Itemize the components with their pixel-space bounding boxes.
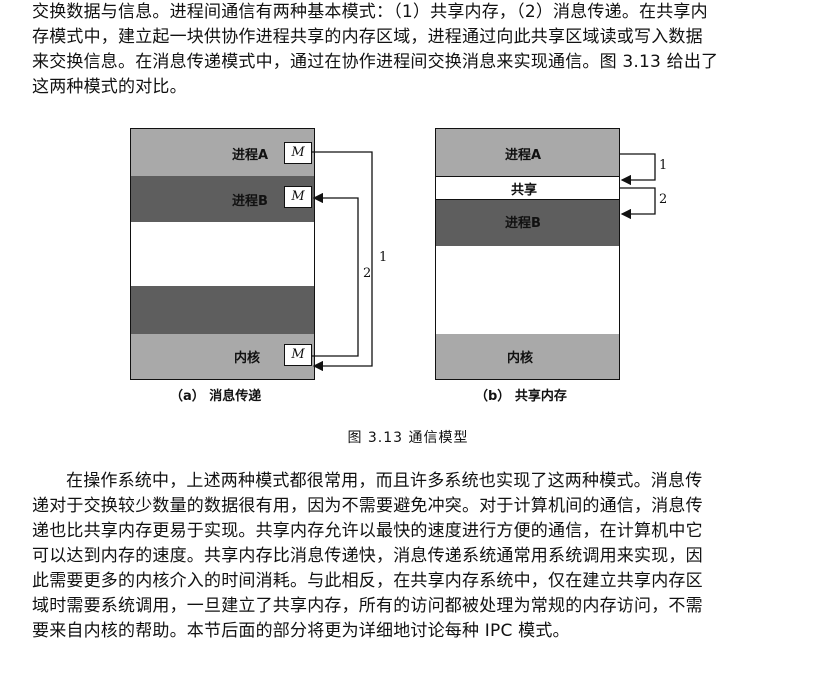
intro-paragraph: 交换数据与信息。进程间通信有两种基本模式：（1）共享内存，（2）消息传递。在共享… <box>32 0 792 100</box>
text-line: 此需要更多的内核介入的时间消耗。与此相反，在共享内存系统中，仅在建立共享内存区 <box>32 571 703 591</box>
figure-communication-models: 进程A 进程B 内核 M M M 1 2 （a） 消息传递 进程A 共享 <box>130 128 690 458</box>
text-line: 可以达到内存的速度。共享内存比消息传递快，消息传递系统通常用系统调用来实现，因 <box>32 546 703 566</box>
figure-title: 图 3.13 通信模型 <box>347 430 469 446</box>
process-b-region <box>435 200 620 246</box>
process-a-label: 进程A <box>505 148 542 163</box>
text-line: 存模式中，建立起一块供协作进程共享的内存区域，进程通过向此共享区域读或写入数据 <box>32 27 703 47</box>
arrow-1-label: 1 <box>659 158 668 173</box>
kernel-label: 内核 <box>234 351 261 366</box>
text-line: 交换数据与信息。进程间通信有两种基本模式：（1）共享内存，（2）消息传递。在共享… <box>32 2 708 22</box>
text-line: 来交换信息。在消息传递模式中，通过在协作进程间交换消息来实现通信。图 3.13 … <box>32 52 719 72</box>
process-a-region <box>435 128 620 176</box>
message-box-process-b: M <box>284 186 312 208</box>
text-line: 在操作系统中，上述两种模式都很常用，而且许多系统也实现了这两种模式。消息传 <box>66 471 703 491</box>
shared-memory-arrows <box>620 153 656 220</box>
arrow-1-label: 1 <box>379 250 388 265</box>
text-line: 递也比共享内存更易于实现。共享内存允许以最快的速度进行方便的通信，在计算机中它 <box>32 521 703 541</box>
text-line: 域时需要系统调用，一旦建立了共享内存，所有的访问都被处理为常规的内存访问，不需 <box>32 596 703 616</box>
message-passing-arrows <box>312 151 373 372</box>
text-line: 这两种模式的对比。 <box>32 77 187 97</box>
kernel-region <box>435 334 620 380</box>
arrow-2-label: 2 <box>659 192 668 207</box>
arrow-2-label: 2 <box>363 266 372 281</box>
process-b-label: 进程B <box>232 194 268 209</box>
caption-a: （a） 消息传递 <box>170 389 262 404</box>
text-line: 递对于交换较少数量的数据很有用，因为不需要避免冲突。对于计算机间的通信，消息传 <box>32 496 703 516</box>
message-box-process-a: M <box>284 142 312 164</box>
process-b-label: 进程B <box>505 216 541 231</box>
process-a-label: 进程A <box>232 148 269 163</box>
other-region <box>130 286 315 334</box>
message-box-kernel: M <box>284 344 312 366</box>
free-region <box>130 222 315 286</box>
text-line: 要来自内核的帮助。本节后面的部分将更为详细地讨论每种 IPC 模式。 <box>32 621 570 641</box>
discussion-paragraph: 在操作系统中，上述两种模式都很常用，而且许多系统也实现了这两种模式。消息传 递对… <box>32 469 792 644</box>
kernel-label: 内核 <box>507 351 534 366</box>
free-region <box>435 246 620 334</box>
shared-label: 共享 <box>511 183 538 198</box>
caption-b: （b） 共享内存 <box>475 389 567 404</box>
shared-region <box>435 176 620 200</box>
